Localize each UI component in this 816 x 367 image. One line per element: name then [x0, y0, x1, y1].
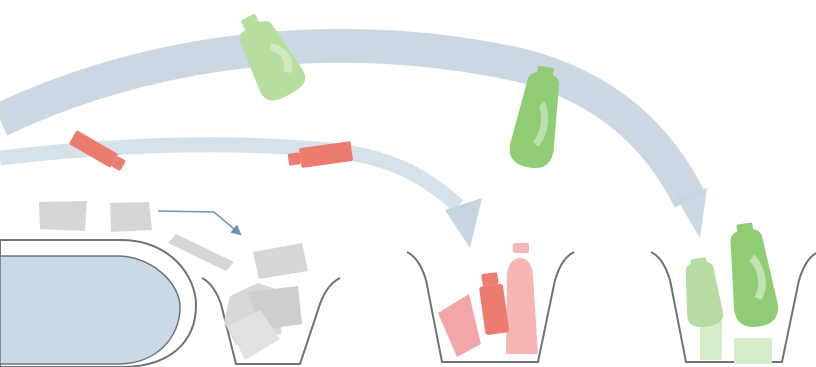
green-bottle-bin-icon [651, 220, 816, 364]
small-sort-arrow [158, 211, 240, 234]
conveyor-belt-icon [0, 240, 196, 367]
lower-flight-arrow [0, 145, 482, 248]
pink-plastic-bin-icon [407, 243, 574, 362]
paper-bin-icon [202, 278, 340, 364]
